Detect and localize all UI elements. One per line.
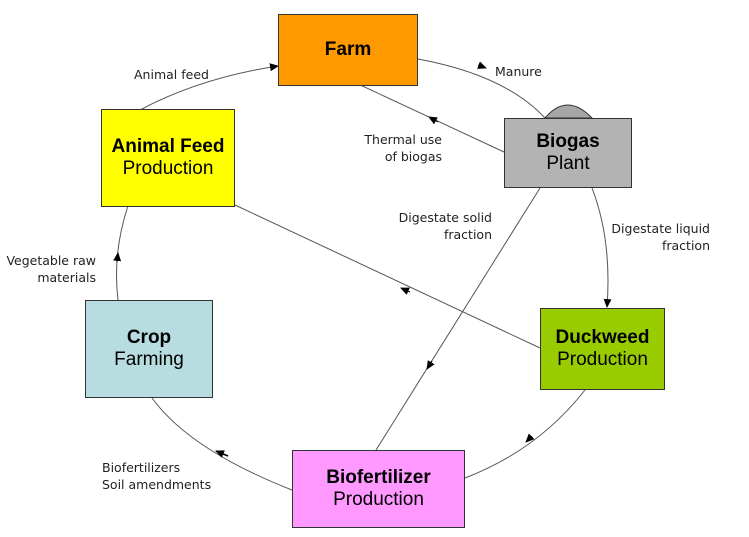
edge-label-biofertilizers-line2: Soil amendments	[102, 476, 212, 492]
arrow-manure	[477, 61, 487, 69]
node-biofertilizer-title: Biofertilizer	[326, 467, 431, 489]
edge-label-vegetable-line2: materials	[37, 269, 96, 285]
node-duckweed-production: Duckweed Production	[540, 308, 665, 390]
arrow-duckweed-biofertilizer	[525, 433, 535, 443]
node-duckweed-subtitle: Production	[557, 349, 648, 370]
edge-label-digestate-liquid: Digestate liquid fraction	[611, 221, 710, 255]
edge-label-biofertilizers: Biofertilizers Soil amendments	[102, 460, 211, 494]
node-animal-feed-subtitle: Production	[122, 158, 214, 179]
edge-label-digestate-liquid-line1: Digestate liquid	[611, 221, 710, 236]
edge-label-animal-feed: Animal feed	[134, 67, 209, 84]
node-farm: Farm	[278, 14, 418, 86]
line-duckweed-to-animal-feed	[234, 204, 541, 349]
node-biofertilizer-production: Biofertilizer Production	[292, 450, 465, 528]
node-crop-title: Crop	[126, 327, 172, 349]
arc-duckweed-to-biofertilizer	[464, 389, 586, 479]
arrow-biofertilizer-crop	[215, 450, 229, 458]
edge-label-thermal-line1: Thermal use	[364, 132, 442, 147]
arc-animal-feed-to-farm	[139, 63, 279, 111]
node-animal-feed-title: Animal Feed	[111, 136, 225, 158]
edge-label-thermal-line2: of biogas	[384, 148, 442, 164]
node-biofertilizer-subtitle: Production	[333, 489, 424, 510]
node-crop-subtitle: Farming	[114, 349, 184, 370]
edge-label-vegetable-line1: Vegetable raw	[6, 253, 96, 268]
digester-dome	[543, 104, 594, 119]
node-animal-feed-production: Animal Feed Production	[101, 109, 235, 207]
edge-label-digestate-solid-line1: Digestate solid	[398, 210, 492, 225]
edge-label-animal-feed-line1: Animal feed	[134, 67, 209, 82]
edge-label-digestate-liquid-line2: fraction	[661, 237, 710, 253]
arrow-duckweed-animalfeed	[400, 287, 411, 295]
node-duckweed-title: Duckweed	[555, 327, 650, 349]
node-biogas-title: Biogas	[536, 131, 600, 153]
arc-crop-to-animal-feed	[116, 199, 131, 301]
edge-label-manure-line1: Manure	[495, 64, 542, 79]
arc-biofertilizer-to-crop	[151, 397, 293, 491]
arrow-digestate-solid	[426, 360, 435, 370]
node-crop-farming: Crop Farming	[85, 300, 213, 398]
arrow-thermal	[428, 116, 439, 125]
edge-label-vegetable: Vegetable raw materials	[6, 253, 96, 287]
edge-label-digestate-solid: Digestate solid fraction	[399, 210, 492, 244]
edge-label-biofertilizers-line1: Biofertilizers	[102, 460, 181, 475]
edge-label-digestate-solid-line2: fraction	[443, 226, 492, 242]
line-biogas-to-biofertilizer	[375, 187, 541, 451]
arc-biogas-to-duckweed	[591, 187, 612, 308]
node-farm-title: Farm	[324, 39, 372, 61]
edge-label-manure: Manure	[495, 64, 542, 81]
arrow-crop-animalfeed	[113, 252, 122, 263]
node-biogas-subtitle: Plant	[546, 153, 590, 174]
node-biogas-plant: Biogas Plant	[504, 118, 632, 188]
edge-label-thermal: Thermal use of biogas	[364, 132, 442, 166]
arc-farm-to-biogas	[417, 58, 546, 119]
